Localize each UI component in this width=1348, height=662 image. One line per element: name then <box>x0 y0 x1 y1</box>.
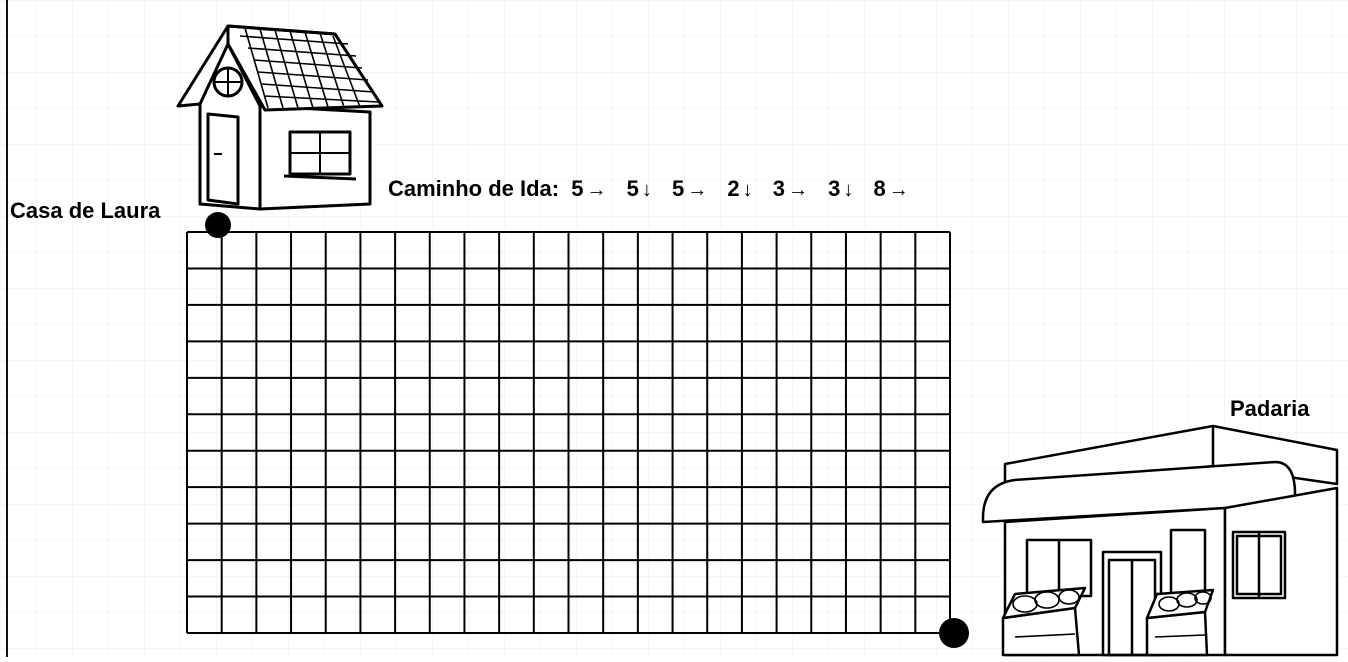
arrow-down-icon: ↓ <box>743 179 753 201</box>
step-count: 5 <box>672 176 684 201</box>
step-count: 2 <box>727 176 739 201</box>
left-border-line <box>6 0 8 657</box>
route-prefix: Caminho de Ida: <box>388 176 559 201</box>
step-count: 5 <box>571 176 583 201</box>
arrow-right-icon: → <box>788 179 808 201</box>
bakery-icon <box>975 422 1340 662</box>
route-step: 3↓ <box>828 176 853 202</box>
home-label: Casa de Laura <box>10 198 160 224</box>
step-count: 3 <box>773 176 785 201</box>
route-step: 5→ <box>571 176 606 202</box>
end-dot-icon <box>937 616 971 655</box>
bakery-label: Padaria <box>1230 396 1310 422</box>
step-count: 8 <box>874 176 886 201</box>
route-instructions: Caminho de Ida: 5→ 5↓ 5→ 2↓ 3→ 3↓ 8→ <box>388 176 923 202</box>
route-step: 5→ <box>672 176 707 202</box>
arrow-down-icon: ↓ <box>843 179 853 201</box>
start-dot-icon <box>203 210 233 245</box>
route-step: 3→ <box>773 176 808 202</box>
route-step: 2↓ <box>727 176 752 202</box>
arrow-right-icon: → <box>687 179 707 201</box>
step-count: 5 <box>627 176 639 201</box>
route-step: 8→ <box>874 176 909 202</box>
arrow-down-icon: ↓ <box>642 179 652 201</box>
house-icon <box>170 14 385 219</box>
arrow-right-icon: → <box>889 179 909 201</box>
step-count: 3 <box>828 176 840 201</box>
path-grid <box>185 230 952 635</box>
route-step: 5↓ <box>627 176 652 202</box>
arrow-right-icon: → <box>587 179 607 201</box>
